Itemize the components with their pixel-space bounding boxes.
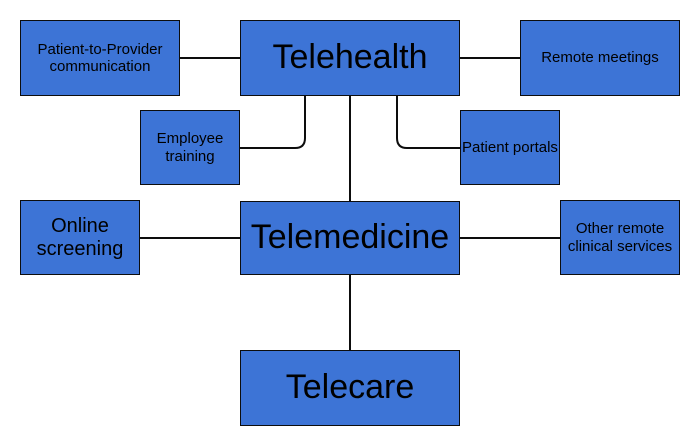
node-other-remote-clinical-label: Other remote clinical services [567,220,673,255]
node-telecare-label: Telecare [285,368,415,407]
node-telemedicine-label: Telemedicine [250,218,450,257]
connector-telehealth-employee [240,96,306,149]
node-patient-portals[interactable]: Patient portals [460,110,560,185]
node-online-screening-label: Online screening [36,214,124,260]
node-telemedicine[interactable]: Telemedicine [240,201,460,275]
node-patient-to-provider[interactable]: Patient-to-Provider communication [20,20,180,96]
connector-telehealth-portals [396,96,460,149]
node-patient-to-provider-label: Patient-to-Provider communication [37,40,163,75]
node-employee-training[interactable]: Employee training [140,110,240,185]
node-remote-meetings-label: Remote meetings [541,49,659,67]
node-telehealth-label: Telehealth [272,38,428,77]
node-remote-meetings[interactable]: Remote meetings [520,20,680,96]
node-patient-portals-label: Patient portals [462,138,558,156]
node-online-screening[interactable]: Online screening [20,200,140,275]
node-telehealth[interactable]: Telehealth [240,20,460,96]
node-telecare[interactable]: Telecare [240,350,460,426]
node-other-remote-clinical[interactable]: Other remote clinical services [560,200,680,275]
node-employee-training-label: Employee training [156,130,224,165]
